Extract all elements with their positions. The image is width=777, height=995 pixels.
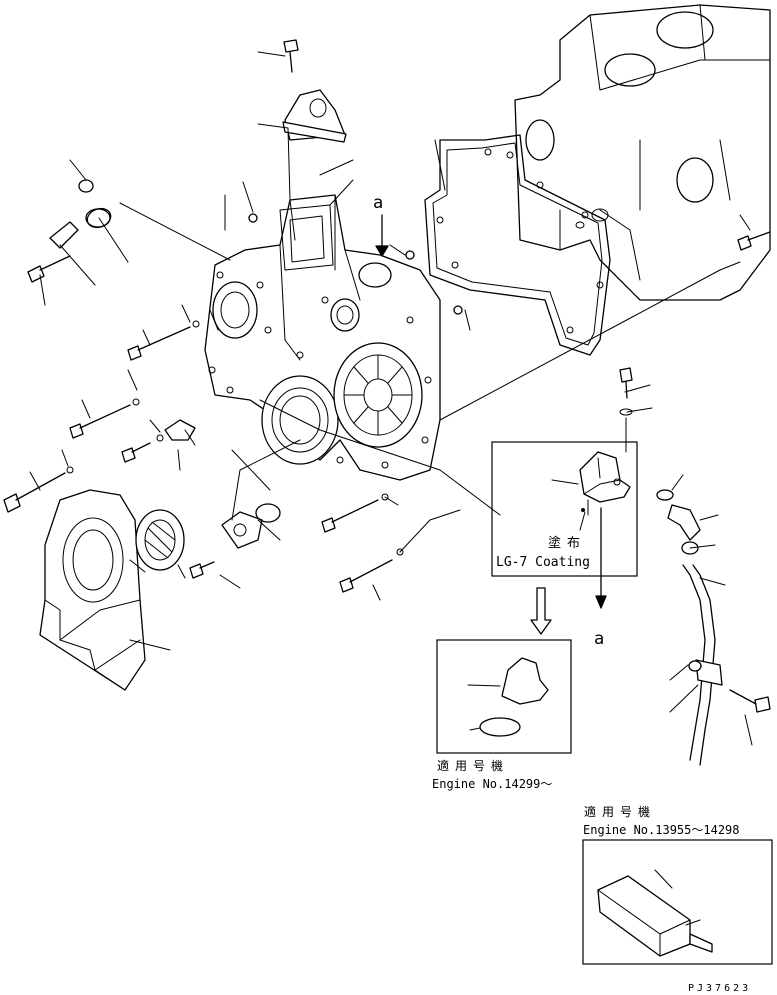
inset-14299-heading: 適用号機 — [437, 758, 509, 773]
coating-note-jp: 塗布 — [548, 535, 586, 551]
long-bolts — [3, 255, 404, 593]
inset-13955-heading: 適用号機 — [584, 804, 656, 819]
breather-bolt — [619, 367, 633, 416]
pipe-nut — [688, 660, 702, 672]
front-cover-gasket — [424, 134, 611, 356]
inset-engine-14299-box — [436, 639, 572, 754]
oil-filler-assembly — [49, 179, 111, 249]
plug-small-2 — [405, 250, 415, 260]
o-ring-left — [86, 207, 112, 229]
hose-clamp-top — [656, 489, 674, 501]
oil-seal — [135, 509, 185, 571]
front-cover-housing — [204, 194, 441, 481]
plug-small — [248, 213, 258, 223]
inset-14299-range: Engine No.14299～ — [432, 777, 552, 791]
o-ring-small — [255, 503, 281, 523]
hose-elbow — [667, 504, 701, 541]
pipe-bolt — [729, 689, 771, 713]
cover-plate-small — [164, 419, 196, 441]
block-bolt — [737, 231, 771, 251]
callout-a-top: a — [373, 193, 383, 213]
breather-pipe — [682, 564, 723, 766]
engine-block — [514, 4, 771, 301]
callout-a-right: a — [594, 629, 604, 649]
coating-point-dot — [581, 508, 585, 512]
inset-engine-13955-box — [582, 839, 773, 965]
plug-small-3 — [453, 305, 463, 315]
figure-code: PJ37623 — [688, 983, 751, 994]
lifting-bracket — [282, 89, 347, 143]
coating-detail-box — [491, 441, 638, 577]
inset-13955-range: Engine No.13955～14298 — [583, 823, 740, 837]
callout-arrow-a-right — [595, 507, 607, 609]
leader-lines — [29, 51, 753, 926]
small-cover-plate — [221, 511, 263, 549]
callout-arrow-a-top — [375, 214, 389, 257]
hollow-arrow-to-inset — [530, 587, 552, 635]
front-support-bracket — [39, 489, 146, 691]
top-bolt — [283, 39, 299, 73]
coating-note-en: LG-7 Coating — [496, 555, 590, 570]
